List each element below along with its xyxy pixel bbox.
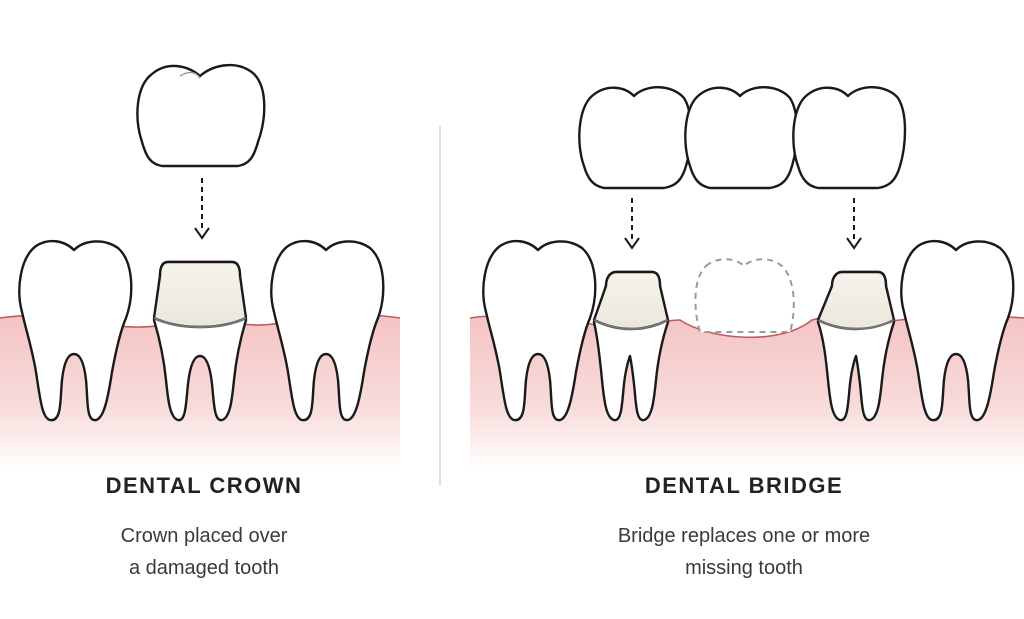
crown-title: DENTAL CROWN	[105, 473, 303, 498]
bridge-crown-3	[792, 86, 907, 190]
crown-arrow-head	[194, 227, 210, 240]
crown-panel	[0, 63, 401, 470]
bridge-arrow-left-head	[624, 237, 640, 250]
abutment-margin-left	[593, 319, 669, 330]
bridge-crown-1	[578, 86, 693, 190]
crown-caption-line-2: a damaged tooth	[128, 557, 280, 579]
bridge-caption-line-2: missing tooth	[685, 557, 803, 579]
crown-caption: Crown placed over a damaged tooth	[0, 520, 414, 584]
bridge-caption-line-1: Bridge replaces one or more	[617, 525, 871, 547]
molar-right-1	[482, 239, 597, 422]
bridge-arrow-right-head	[846, 237, 862, 250]
prepared-stump	[152, 260, 248, 329]
crown-cap-groove	[179, 71, 201, 79]
bridge-caption: Bridge replaces one or more missing toot…	[534, 520, 954, 584]
bridge-crown-2	[684, 86, 799, 190]
margin-line	[153, 317, 247, 328]
molar-left-2	[270, 239, 385, 422]
abutment-stump-right	[816, 270, 896, 331]
bridge-panel	[469, 86, 1024, 470]
bridge-unit	[578, 86, 907, 190]
crown-cap	[136, 63, 266, 168]
molar-left-1	[18, 239, 133, 422]
abutment-margin-right	[817, 319, 895, 330]
molar-right-2	[900, 239, 1015, 422]
missing-tooth-outline	[694, 258, 795, 333]
crown-caption-line-1: Crown placed over	[120, 525, 288, 547]
abutment-stump-left	[592, 270, 670, 331]
bridge-title: DENTAL BRIDGE	[644, 473, 844, 498]
